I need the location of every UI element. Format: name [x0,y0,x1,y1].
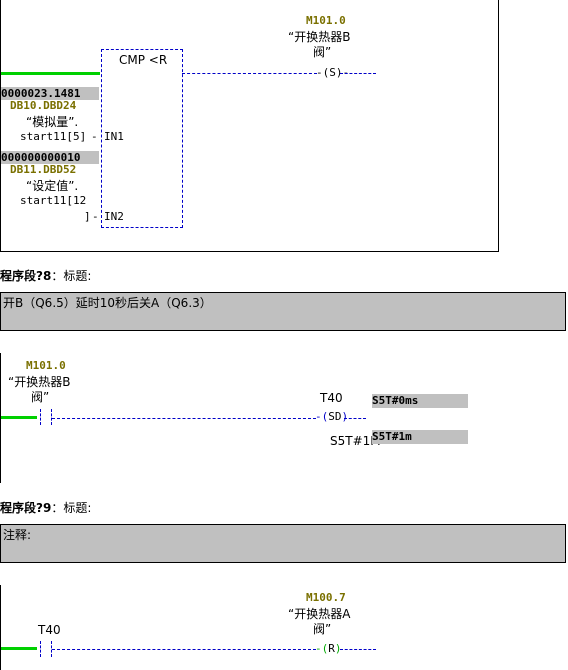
output-wire [182,73,317,74]
contact-t40-left-bar[interactable] [40,641,41,657]
in2-symbol-line3: ] [84,210,91,223]
in1-symbol-line1: “模拟量”. [26,115,79,129]
network-8-label: 程序段?8 [0,269,52,283]
status-value-1: S5T#0ms [372,394,468,408]
contact-t40-name[interactable]: T40 [38,623,61,637]
timer-name[interactable]: T40 [320,391,343,405]
reset-coil-symbol-line2: 阀” [313,622,332,636]
set-coil[interactable]: -(S)- [316,66,350,79]
cmp-box[interactable] [101,49,183,228]
in2-symbol-line2: start11[12 [20,194,87,207]
reset-coil-close: ) [334,642,342,655]
cmp-block-title: CMP <R [119,53,168,67]
contact-address[interactable]: M101.0 [26,359,66,372]
network-9-comment[interactable]: 注释: [0,524,566,563]
left-rail-8 [0,353,1,483]
in2-connector: - [92,210,99,223]
status-value-2: S5T#1m [372,430,468,444]
contact-t40-right-bar[interactable] [51,641,52,657]
coil-symbol-line2: 阀” [313,45,332,59]
wire-to-timer [52,418,316,419]
network-9-label: 程序段?9 [0,501,52,515]
reset-coil-type: R [328,642,335,655]
contact-right-bar[interactable] [51,409,52,425]
in2-symbol-line1: “设定值”. [26,179,79,193]
in2-pin: IN2 [104,210,124,223]
timer-coil[interactable]: -(SD) [315,410,348,423]
reset-coil[interactable]: -(R) [315,642,342,655]
in1-status-value: 0000023.1481 [1,87,99,100]
network-8-title: ：标题: [51,269,92,283]
contact-left-bar[interactable] [40,409,41,425]
reset-coil-open: -( [315,642,329,655]
power-flow-line-9 [1,647,37,650]
coil-symbol-line1: “开换热器B [288,30,351,44]
reset-coil-out-wire [340,649,376,650]
in2-status-value: 000000000010 [1,151,99,164]
coil-out-wire [340,73,376,74]
timer-coil-open: -( [315,410,329,423]
timer-coil-type: SD [328,410,342,423]
timer-out-wire [344,418,366,419]
in2-address[interactable]: DB11.DBD52 [10,163,77,176]
network-9-header[interactable]: 程序段?9：标题: [0,499,91,516]
timer-coil-close: ) [341,410,349,423]
contact-symbol-line2: 阀” [31,390,50,404]
network-8-header[interactable]: 程序段?8：标题: [0,267,91,284]
in1-symbol-line2: start11[5] [20,130,87,143]
network-border-bottom [0,251,499,252]
power-flow-line [1,72,100,75]
network-8-comment[interactable]: 开B（Q6.5）延时10秒后关A（Q6.3） [0,292,566,331]
contact-symbol-line1: “开换热器B [8,375,71,389]
reset-coil-symbol-line1: “开换热器A [288,607,351,621]
network-border-right [498,0,499,252]
power-flow-line-8 [1,416,37,419]
left-rail-9 [0,585,1,670]
in1-pin: IN1 [104,130,124,143]
coil-address[interactable]: M101.0 [306,14,346,27]
network-9-title: ：标题: [51,501,92,515]
timer-value-label: S5T#1M [330,434,381,448]
wire-to-reset-coil [52,649,316,650]
in1-address[interactable]: DB10.DBD24 [10,99,77,112]
in1-connector: - [91,130,98,143]
set-coil-type: S [329,66,336,79]
reset-coil-address[interactable]: M100.7 [306,591,346,604]
left-rail [0,0,1,252]
